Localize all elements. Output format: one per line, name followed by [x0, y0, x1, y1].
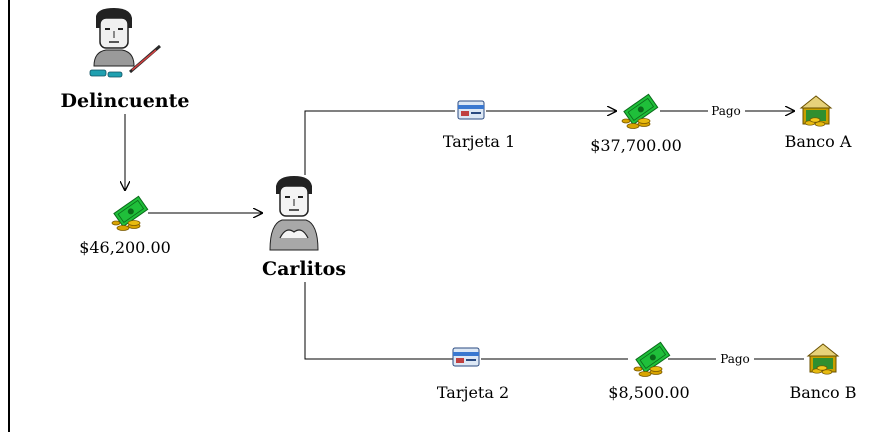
banco-a-node[interactable]: Banco A	[785, 95, 852, 151]
money-b-node[interactable]: $8,500.00	[608, 341, 690, 402]
delincuente-node[interactable]: Delincuente	[61, 8, 190, 112]
credit-card-icon	[452, 347, 480, 367]
carlitos-node[interactable]: Carlitos	[262, 176, 346, 280]
banco-a-label: Banco A	[785, 132, 852, 151]
criminal-person-icon	[89, 8, 161, 78]
tarjeta1-node[interactable]: Tarjeta 1	[443, 100, 515, 151]
banco-b-node[interactable]: Banco B	[789, 343, 857, 402]
tarjeta2-node[interactable]: Tarjeta 2	[437, 347, 509, 402]
pago-b-label: Pago	[720, 352, 750, 366]
cash-coins-icon	[633, 341, 671, 377]
edge-carlitos-to-tarjeta1	[304, 110, 455, 175]
credit-card-icon	[457, 100, 485, 120]
bank-vault-icon	[800, 95, 832, 127]
tarjeta2-label: Tarjeta 2	[437, 383, 509, 402]
person-icon	[269, 176, 319, 251]
money-a-node[interactable]: $37,700.00	[590, 93, 682, 155]
delincuente-label: Delincuente	[61, 90, 190, 112]
money-in-label: $46,200.00	[79, 238, 171, 257]
money-b-label: $8,500.00	[608, 383, 689, 402]
carlitos-label: Carlitos	[262, 258, 346, 280]
bank-vault-icon	[807, 343, 839, 375]
money-a-label: $37,700.00	[590, 136, 682, 155]
pago-a-label: Pago	[711, 104, 741, 118]
edge-carlitos-to-tarjeta2	[304, 282, 455, 360]
tarjeta1-label: Tarjeta 1	[443, 132, 515, 151]
banco-b-label: Banco B	[789, 383, 856, 402]
money-in-node[interactable]: $46,200.00	[79, 195, 171, 257]
cash-coins-icon	[621, 93, 659, 129]
cash-coins-icon	[111, 195, 149, 231]
